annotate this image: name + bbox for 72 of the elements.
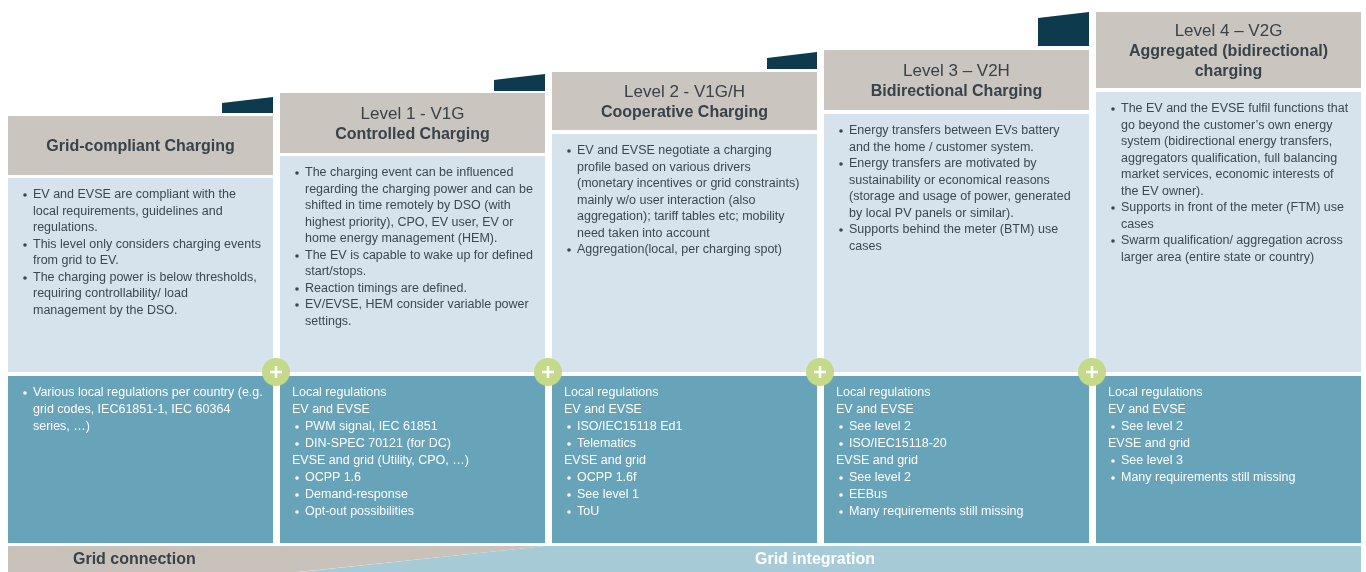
- bullet-item: EV and EVSE negotiate a charging profile based on various drivers (monetary incentives or grid constraints) mainly w/o user interaction (also aggregation); tariff tables etc; mobility need taken into account: [577, 143, 800, 240]
- bullet-item: EEBus: [849, 487, 888, 501]
- bullet-item: Energy transfers between EVs battery and the home / customer system.: [849, 123, 1060, 154]
- bullet-item: Various local regulations per country (e.g. grid codes, IEC61851-1, IEC 60364 series, …): [33, 385, 263, 433]
- bullet-item: Reaction timings are defined.: [305, 280, 467, 295]
- description-panel: [280, 156, 545, 372]
- bullet-item: ISO/IEC15118 Ed1: [577, 419, 683, 433]
- bullet-item: See level 2: [849, 419, 911, 433]
- bullet-item: ISO/IEC15118-20: [849, 436, 947, 450]
- column-title: Bidirectional Charging: [870, 80, 1043, 101]
- band-label: Grid integration: [755, 550, 875, 567]
- bullet-item: Many requirements still missing: [1121, 470, 1296, 484]
- header-box: [1096, 12, 1361, 88]
- bullet-item: The charging event can be influenced regarding the charging power and can be shifted in time remotely by DSO (with highest priority), CPO, EV user, EV or home energy management (HEM).: [305, 165, 533, 245]
- header-box: [824, 50, 1089, 110]
- group-heading: EV and EVSE: [292, 401, 371, 418]
- group-heading: Local regulations: [836, 384, 932, 401]
- header-box: [552, 72, 817, 130]
- group-heading: Local regulations: [292, 384, 388, 401]
- bullet-item: Demand-response: [305, 487, 408, 501]
- header-box: [8, 116, 273, 175]
- bullet-item: OCPP 1.6f: [577, 470, 637, 484]
- bullet-item: ToU: [577, 504, 600, 518]
- group-heading: EVSE and grid: [1108, 435, 1191, 452]
- level-heading: Level 3 – V2H: [903, 59, 1010, 81]
- header-box: [280, 93, 545, 153]
- group-heading: EVSE and grid: [836, 452, 919, 469]
- bullet-item: See level 3: [1121, 453, 1183, 467]
- regulations-panel: [280, 376, 545, 543]
- bullet-item: OCPP 1.6: [305, 470, 362, 484]
- bullet-item: PWM signal, IEC 61851: [305, 419, 438, 433]
- group-heading: EV and EVSE: [564, 401, 643, 418]
- bullet-item: See level 2: [849, 470, 911, 484]
- description-panel: [8, 178, 273, 372]
- level-heading: Level 1 - V1G: [360, 102, 465, 124]
- bullet-item: Energy transfers are motivated by sustainability or economical reasons (storage and usage of power, generated by local PV panels or similar).: [849, 156, 1071, 220]
- group-heading: EV and EVSE: [836, 401, 915, 418]
- bullet-item: Supports behind the meter (BTM) use cases: [849, 222, 1059, 253]
- level-heading: Level 4 – V2G: [1174, 19, 1283, 41]
- bullet-item: Telematics: [577, 436, 637, 450]
- description-panel: [824, 114, 1089, 372]
- bullet-item: Aggregation(local, per charging spot): [577, 242, 782, 256]
- regulations-panel: [1096, 376, 1361, 543]
- bullet-item: Supports in front of the meter (FTM) use cases: [1121, 200, 1344, 231]
- bullet-item: This level only considers charging events from grid to EV.: [33, 236, 261, 267]
- group-heading: Local regulations: [1108, 384, 1204, 401]
- group-heading: EV and EVSE: [1108, 401, 1187, 418]
- bullet-item: Many requirements still missing: [849, 504, 1024, 518]
- group-heading: EVSE and grid (Utility, CPO, …): [292, 452, 470, 469]
- band-label: Grid connection: [73, 550, 196, 567]
- description-panel: [1096, 92, 1361, 372]
- bullet-item: See level 1: [577, 487, 639, 501]
- regulations-panel: [8, 376, 273, 543]
- column-title: Grid-compliant Charging: [46, 135, 235, 156]
- bullet-item: EV and EVSE are compliant with the local requirements, guidelines and regulations.: [33, 187, 236, 234]
- group-heading: EVSE and grid: [564, 452, 647, 469]
- bullet-item: The charging power is below thresholds, requiring controllability/ load management by the DSO.: [33, 269, 257, 317]
- regulations-panel: [824, 376, 1089, 543]
- bullet-item: The EV is capable to wake up for defined start/stops.: [305, 247, 533, 278]
- description-panel: [552, 134, 817, 372]
- bullet-item: EV/EVSE, HEM consider variable power settings.: [305, 297, 529, 328]
- column-title: Aggregated (bidirectional) charging: [1127, 40, 1330, 81]
- group-heading: Local regulations: [564, 384, 660, 401]
- level-heading: Level 2 - V1G/H: [624, 80, 745, 102]
- bullet-item: Opt-out possibilities: [305, 504, 415, 518]
- bullet-item: DIN-SPEC 70121 (for DC): [305, 436, 451, 450]
- column-title: Controlled Charging: [335, 123, 490, 144]
- column-title: Cooperative Charging: [600, 101, 769, 122]
- bullet-item: The EV and the EVSE fulfil functions that go beyond the customer’s own energy system (bidirectional energy transfers, aggregators qualification, full balancing market services, economic interests of the EV owner).: [1121, 101, 1349, 198]
- bullet-item: See level 2: [1121, 419, 1183, 433]
- regulations-panel: [552, 376, 817, 543]
- bullet-item: Swarm qualification/ aggregation across larger area (entire state or country): [1121, 233, 1343, 264]
